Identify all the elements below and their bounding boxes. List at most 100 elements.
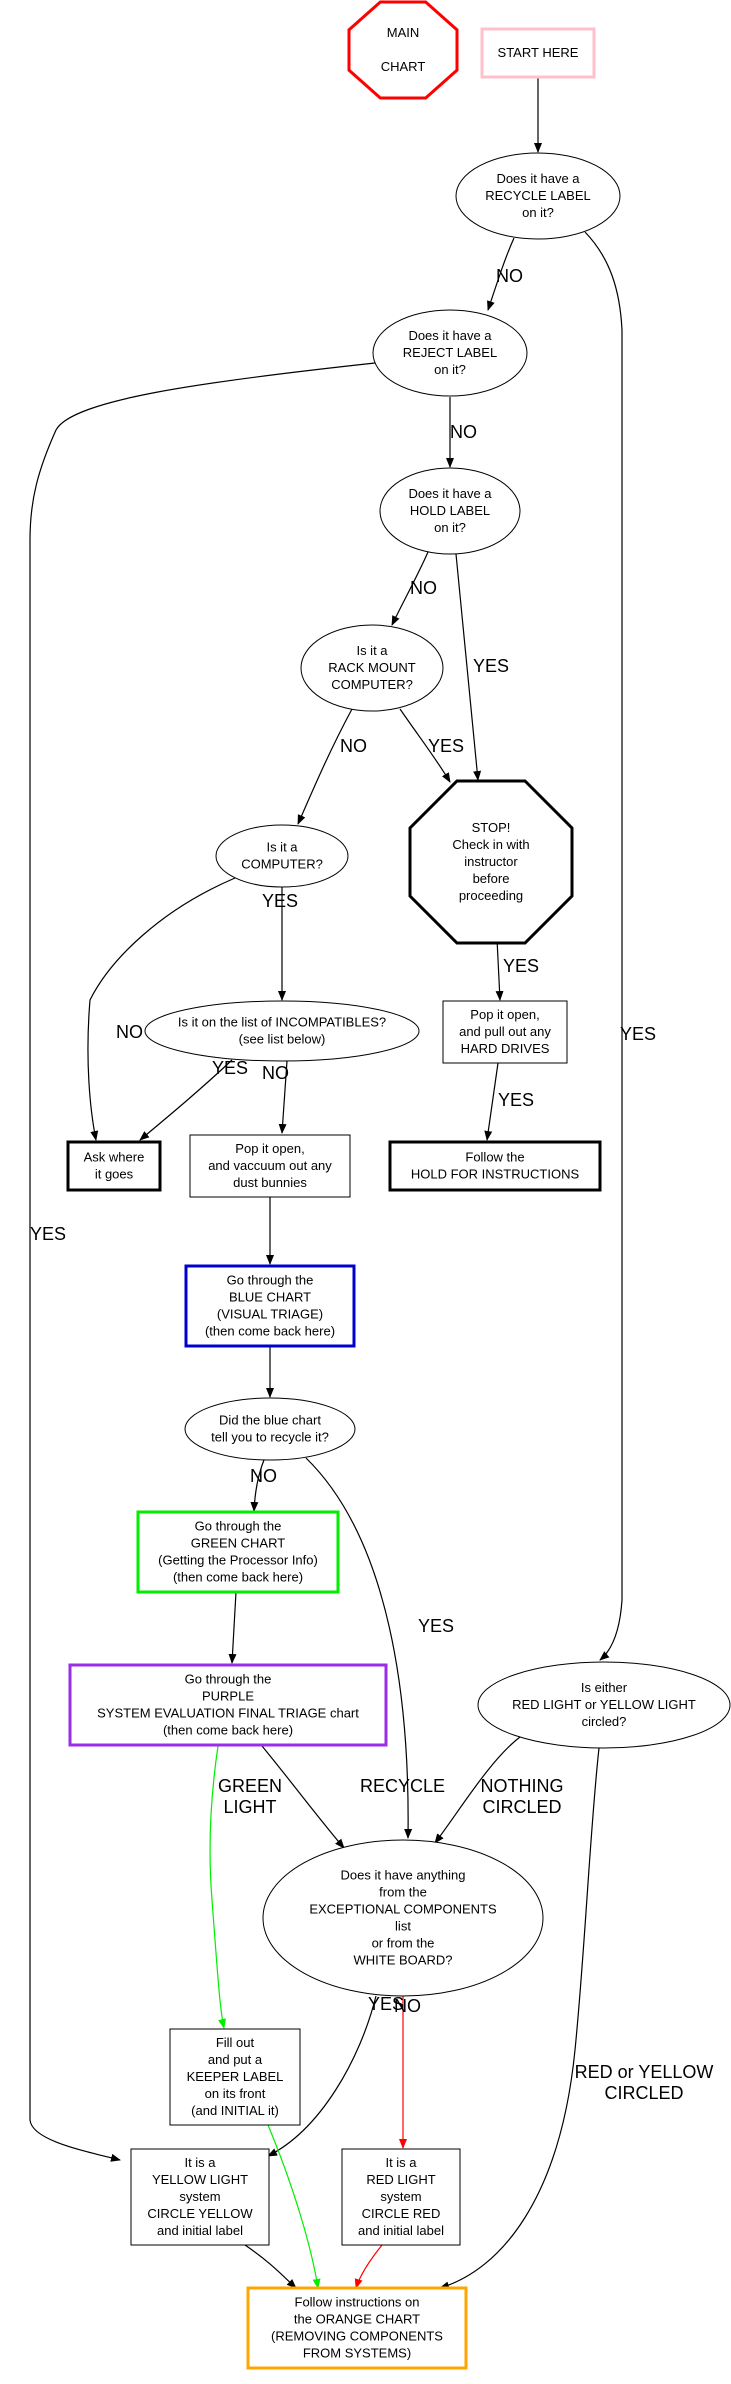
box-shape (246, 2286, 468, 2370)
edge-label: YES (428, 736, 464, 756)
edge-label: NO (116, 1022, 143, 1042)
edge-blue-recycle-to-exceptional (305, 1457, 413, 1839)
edges-layer (29, 78, 623, 2290)
edge-exceptional-to-yellow-light (267, 1995, 377, 2157)
decision-shape (144, 1000, 420, 1062)
edge-hold-label-to-stop (455, 553, 482, 781)
edge-label: YES (212, 1058, 248, 1078)
node-label: Is it on the list of INCOMPATIBLES?(see … (178, 1015, 386, 1047)
edge-label: YES (30, 1224, 66, 1244)
edge-hold-label-to-rack-mount (391, 551, 429, 626)
box-shape (169, 2028, 301, 2126)
box-shape (66, 1140, 162, 1192)
edge-light-circled-to-exceptional (434, 1736, 521, 1844)
node-incompatibles: Is it on the list of INCOMPATIBLES?(see … (144, 1000, 420, 1062)
edge-label: NO (496, 266, 523, 286)
edge-recycle-label-to-reject-label (487, 237, 515, 311)
box-shape (341, 2148, 461, 2246)
edge-label: NO (410, 578, 437, 598)
edge-yellow-light-to-orange-chart (244, 2244, 297, 2289)
edge-label: YES (620, 1024, 656, 1044)
edge-blue-recycle-to-green-chart (250, 1459, 265, 1512)
decision-shape (379, 467, 521, 555)
decision-shape (215, 824, 349, 888)
decision-shape (372, 309, 528, 397)
edge-rack-mount-to-computer (297, 708, 353, 825)
octagon-shape (347, 0, 459, 100)
edge-incompatibles-to-ask-where (139, 1059, 233, 1141)
edge-incompatibles-to-vacuum (278, 1060, 288, 1134)
node-label: START HERE (498, 45, 579, 60)
box-shape (442, 1000, 568, 1064)
edge-label: NO (340, 736, 367, 756)
box-shape (189, 1134, 351, 1198)
edge-label: NO (262, 1063, 289, 1083)
decision-shape (300, 624, 444, 712)
box-shape (130, 2148, 270, 2246)
edge-purple-chart-to-exceptional (261, 1745, 345, 1849)
edge-rack-mount-to-stop (399, 708, 451, 783)
octagon-shape (408, 779, 574, 945)
edge-label: YES (368, 1994, 404, 2014)
edge-green-chart-to-purple-chart (228, 1591, 237, 1664)
edge-computer-to-ask-where (87, 877, 236, 1141)
edge-keeper-label-to-orange-chart (267, 2124, 321, 2289)
box-shape (184, 1264, 356, 1348)
box-shape (68, 1663, 388, 1747)
edge-recycle-label-to-light-circled (584, 231, 623, 1661)
edge-label: NO (394, 1996, 421, 2016)
decision-shape (477, 1661, 731, 1749)
edge-pull-drives-to-hold-instructions (484, 1062, 499, 1141)
box-shape (388, 1140, 602, 1192)
edge-label: YES (503, 956, 539, 976)
decision-shape (184, 1397, 356, 1461)
edge-label: YES (418, 1616, 454, 1636)
node-start: START HERE (480, 27, 596, 79)
edge-red-light-to-orange-chart (354, 2244, 383, 2289)
edge-label: YES (262, 891, 298, 911)
edge-purple-chart-to-keeper-label (209, 1745, 226, 2029)
edge-reject-label-to-yellow-light (29, 362, 376, 2162)
edge-label: RECYCLE (360, 1776, 445, 1796)
decision-shape (455, 152, 621, 240)
box-shape (480, 27, 596, 79)
